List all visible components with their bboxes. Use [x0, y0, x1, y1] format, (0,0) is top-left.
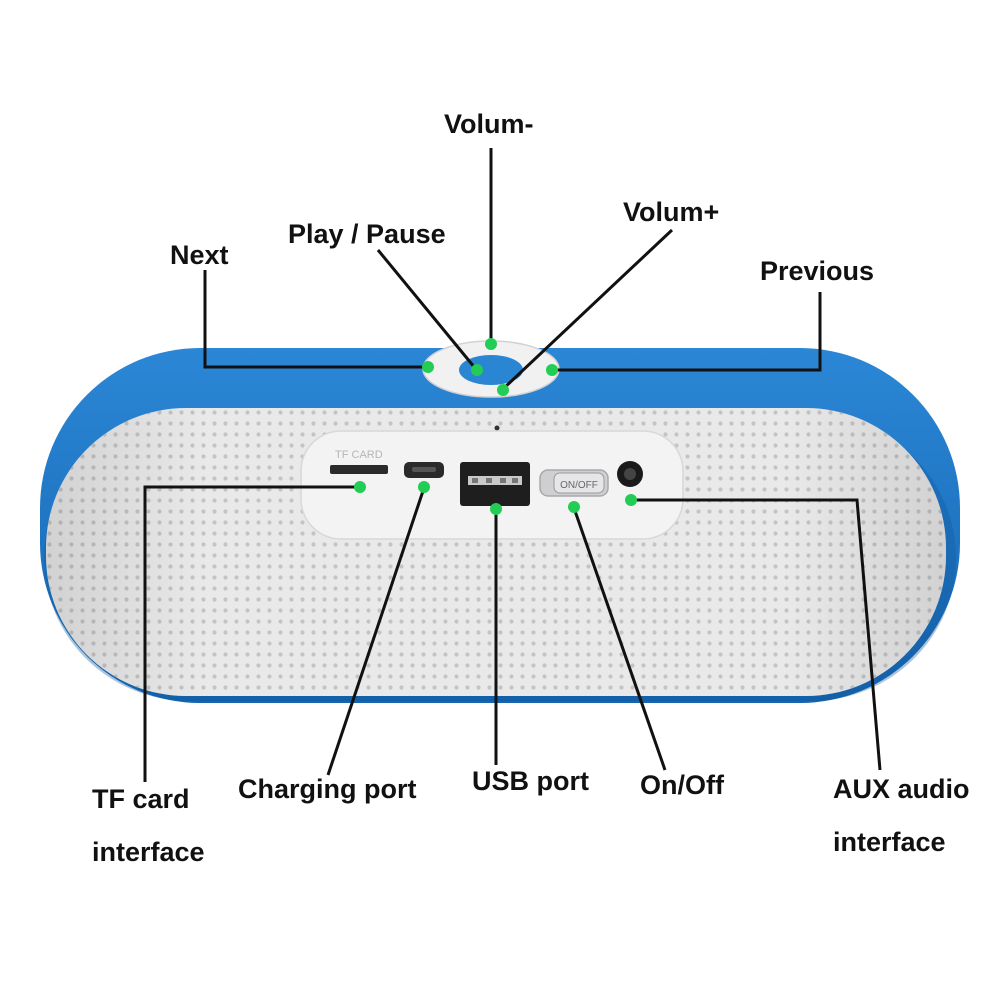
leader-previous [553, 292, 822, 372]
label-on-off: On/Off [640, 770, 724, 800]
marker-volume-down [485, 338, 497, 350]
label-aux-line2: interface [833, 827, 946, 857]
label-volume-down: Volum- [444, 109, 534, 139]
leader-next [203, 270, 428, 369]
label-play-pause: Play / Pause [288, 219, 446, 249]
label-aux-line1: AUX audio [833, 774, 970, 804]
label-tf-card-line2: interface [92, 837, 205, 867]
tf-card-slot [330, 465, 388, 474]
label-tf-card-line1: TF card [92, 784, 190, 814]
leader-lines [143, 148, 882, 782]
label-usb-port: USB port [472, 766, 589, 796]
marker-charging-port [418, 481, 430, 493]
tf-card-print: TF CARD [335, 449, 383, 461]
leader-charging-port [326, 487, 426, 776]
marker-tf-card [354, 481, 366, 493]
leader-volume-up [501, 228, 674, 391]
marker-play-pause [471, 364, 483, 376]
on-off-print: ON/OFF [560, 480, 598, 491]
label-aux: AUX audio interface [833, 763, 970, 869]
marker-usb-port [490, 503, 502, 515]
leader-on-off [572, 507, 667, 771]
marker-aux [625, 494, 637, 506]
label-next: Next [170, 240, 229, 270]
leader-play-pause [376, 249, 477, 369]
marker-previous [546, 364, 558, 376]
label-tf-card: TF card interface [92, 773, 205, 879]
marker-next [422, 361, 434, 373]
label-previous: Previous [760, 256, 875, 286]
microphone-hole [494, 425, 500, 431]
label-charging-port: Charging port [238, 774, 417, 804]
port-panel: TF CARD ON/OFF [300, 430, 684, 540]
leader-aux [631, 498, 882, 771]
markers [354, 338, 637, 515]
label-volume-up: Volum+ [623, 197, 720, 227]
marker-on-off [568, 501, 580, 513]
leader-tf-card [143, 485, 358, 782]
marker-volume-up [497, 384, 509, 396]
